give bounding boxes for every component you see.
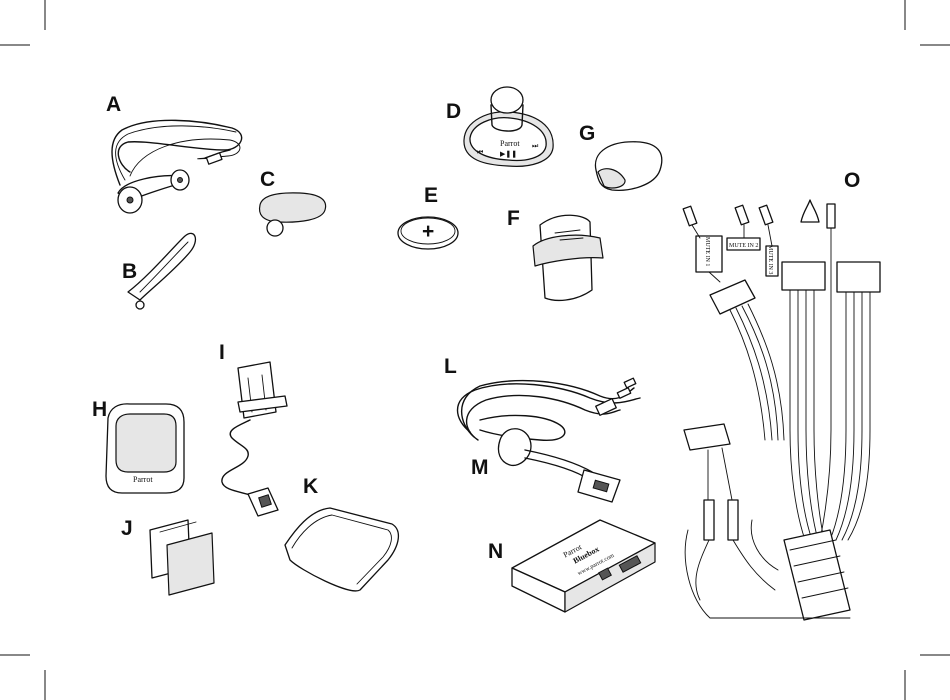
label-a: A bbox=[106, 93, 121, 116]
label-d: D bbox=[446, 100, 461, 123]
item-j-adhesive: J bbox=[121, 517, 214, 595]
label-l: L bbox=[444, 355, 457, 378]
item-d-remote-control: D Parrot ▶❚❚ ⏮ ⏭ bbox=[446, 87, 553, 166]
item-f-strap: F bbox=[507, 207, 603, 300]
item-g-cover: G bbox=[579, 122, 662, 190]
prev-icon: ⏮ bbox=[477, 148, 483, 156]
label-g: G bbox=[579, 122, 595, 145]
label-j: J bbox=[121, 517, 133, 540]
item-n-bluebox: N Parrot Bluebox www.parrot.com bbox=[488, 520, 655, 612]
label-c: C bbox=[260, 168, 275, 191]
label-m: M bbox=[471, 456, 489, 479]
item-l-cable-set: L bbox=[444, 355, 640, 440]
label-i: I bbox=[219, 341, 225, 364]
item-o-harness: O MUTE IN 1 MUTE IN 2 MUTE IN 3 bbox=[683, 169, 880, 620]
next-icon: ⏭ bbox=[532, 142, 539, 150]
item-i-usb-cable: I bbox=[219, 341, 287, 516]
label-h: H bbox=[92, 398, 107, 421]
item-c-adhesive-pad: C bbox=[260, 168, 326, 236]
label-k: K bbox=[303, 475, 318, 498]
remote-play-pause: ▶❚❚ bbox=[500, 150, 517, 158]
screen-brand: Parrot bbox=[133, 475, 153, 484]
label-o: O bbox=[844, 169, 860, 192]
mute-in-2: MUTE IN 2 bbox=[729, 243, 758, 249]
item-a-microphone: A bbox=[106, 93, 242, 213]
label-n: N bbox=[488, 540, 503, 563]
battery-plus: + bbox=[422, 220, 434, 243]
item-b-clip: B bbox=[122, 233, 195, 309]
mute-in-3: MUTE IN 3 bbox=[767, 245, 773, 274]
label-e: E bbox=[424, 184, 438, 207]
mute-in-1: MUTE IN 1 bbox=[704, 237, 710, 266]
item-k-pouch: K bbox=[285, 475, 398, 591]
item-e-battery: E + bbox=[398, 184, 458, 249]
item-h-screen: H Parrot bbox=[92, 398, 184, 493]
label-f: F bbox=[507, 207, 520, 230]
remote-brand: Parrot bbox=[500, 139, 520, 148]
label-b: B bbox=[122, 260, 137, 283]
